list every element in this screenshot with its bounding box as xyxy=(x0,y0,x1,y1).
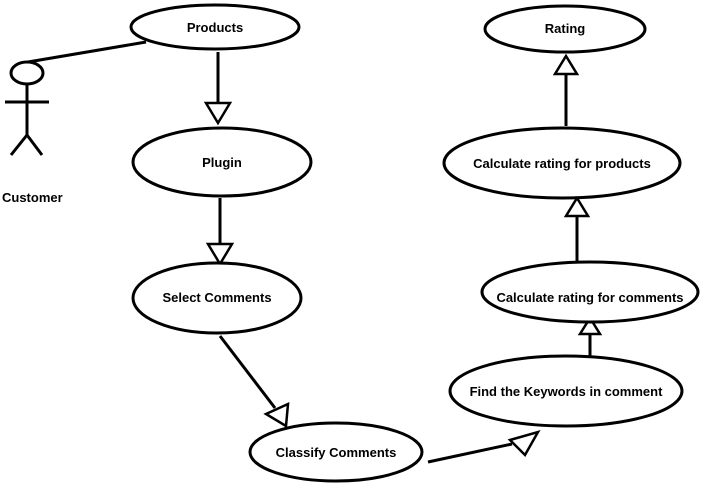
customer-actor xyxy=(5,60,49,156)
customer-label: Customer xyxy=(2,190,63,205)
association-customer-products xyxy=(27,40,147,64)
usecase-products: Products xyxy=(129,3,301,51)
select-comments-label: Select Comments xyxy=(162,290,271,305)
arrowhead-plugin-select xyxy=(205,242,235,267)
arrowhead-calccomments-calcproducts xyxy=(563,195,591,218)
classify-comments-label: Classify Comments xyxy=(276,445,397,460)
arrowhead-find-calccomments xyxy=(577,315,603,336)
actor-left-leg xyxy=(9,134,29,156)
edge-select-classify xyxy=(218,335,277,409)
arrowhead-products-plugin xyxy=(203,101,233,126)
edge-classify-find xyxy=(427,442,513,464)
usecase-classify-comments: Classify Comments xyxy=(248,421,424,483)
arrowhead-calcproducts-rating xyxy=(552,53,580,76)
arrowhead-classify-find xyxy=(507,429,541,458)
usecase-calc-comments: Calculate rating for comments xyxy=(480,260,700,324)
usecase-calc-products: Calculate rating for products xyxy=(442,126,682,200)
rating-label: Rating xyxy=(545,21,586,36)
usecase-rating: Rating xyxy=(483,4,647,54)
find-keywords-label: Find the Keywords in comment xyxy=(470,384,664,399)
products-label: Products xyxy=(187,20,243,35)
calc-products-label: Calculate rating for products xyxy=(473,156,651,171)
actor-right-leg xyxy=(25,134,44,156)
usecase-plugin: Plugin xyxy=(131,126,313,198)
actor-head xyxy=(9,60,45,86)
plugin-label: Plugin xyxy=(202,155,242,170)
usecase-find-keywords: Find the Keywords in comment xyxy=(448,354,684,428)
calc-comments-label: Calculate rating for comments xyxy=(496,290,683,305)
usecase-select-comments: Select Comments xyxy=(131,261,303,335)
arrowhead-select-classify xyxy=(263,401,290,429)
